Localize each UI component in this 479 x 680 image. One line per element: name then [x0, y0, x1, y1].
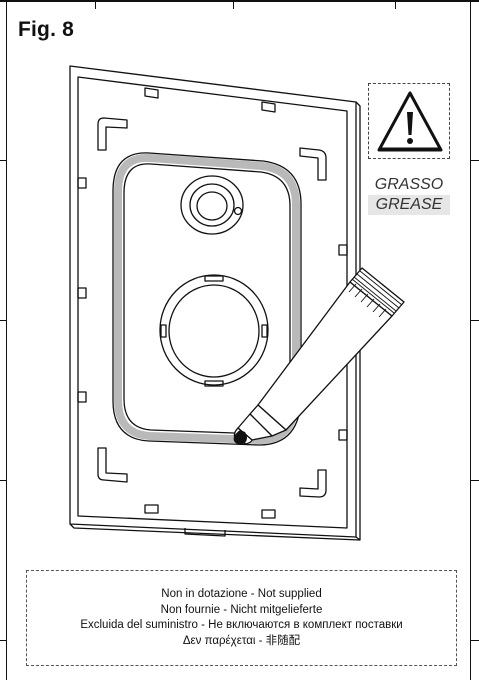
top-fitting-inner — [196, 191, 228, 221]
edge-tab — [261, 509, 276, 519]
edge-tab — [77, 391, 87, 403]
frame-tick — [233, 0, 234, 9]
top-fitting-mid — [189, 183, 235, 227]
top-fitting-outer — [180, 175, 244, 235]
grease-drop — [233, 430, 247, 445]
frame-right-border — [470, 0, 471, 680]
grease-tube — [233, 267, 405, 445]
large-fitting-inner — [168, 284, 260, 378]
grease-band — [114, 153, 300, 444]
gasket-inner-edge — [123, 163, 291, 435]
figure-title: Fig. 8 — [18, 18, 75, 41]
corner-clip — [299, 147, 327, 181]
frame-tick — [471, 480, 479, 481]
gasket-outer-edge — [112, 152, 302, 446]
frame-tick — [0, 640, 7, 641]
frame-tick — [471, 640, 479, 641]
large-fitting-tab — [261, 324, 268, 338]
corner-clip — [299, 469, 327, 498]
plate-inner-outline — [77, 76, 348, 529]
large-fitting-tab — [204, 275, 224, 282]
edge-tab — [144, 87, 159, 99]
notice-line: Excluida del suministro - Не включаются … — [80, 619, 403, 631]
large-fitting-tab — [204, 380, 224, 387]
edge-tab — [77, 177, 87, 189]
notice-line: Non fournie - Nicht mitgelieferte — [160, 603, 323, 616]
not-supplied-notice: Non in dotazione - Not supplied Non four… — [26, 570, 457, 666]
edge-tab — [338, 244, 348, 256]
bottom-notch — [184, 528, 226, 537]
tube-crimp-lines — [348, 270, 403, 318]
frame-tick — [95, 0, 96, 9]
frame-tick — [0, 480, 7, 481]
edge-tab — [261, 101, 276, 113]
frame-tick — [471, 320, 479, 321]
plate-edge-bottom — [69, 523, 361, 541]
large-fitting-tab — [160, 324, 167, 338]
notice-line: Δεν παρέχεται - 非随配 — [182, 634, 301, 647]
frame-top-border — [0, 0, 479, 2]
grease-label-it: GRASSO — [374, 176, 444, 193]
notice-line: Non in dotazione - Not supplied — [161, 588, 322, 600]
frame-tick — [0, 320, 7, 321]
warning-box — [368, 83, 450, 159]
frame-tick — [471, 160, 479, 161]
frame-tick — [395, 0, 396, 9]
warning-triangle-icon — [377, 91, 443, 152]
edge-tab — [144, 504, 159, 514]
frame-left-border — [6, 0, 7, 680]
top-fitting-screw — [233, 206, 243, 216]
edge-tab — [77, 287, 87, 299]
large-fitting-outer — [159, 274, 269, 386]
corner-clip — [97, 447, 128, 483]
frame-tick — [0, 160, 7, 161]
edge-tab — [338, 429, 348, 441]
grease-label-en: GREASE — [368, 195, 450, 215]
corner-clip — [97, 117, 128, 151]
